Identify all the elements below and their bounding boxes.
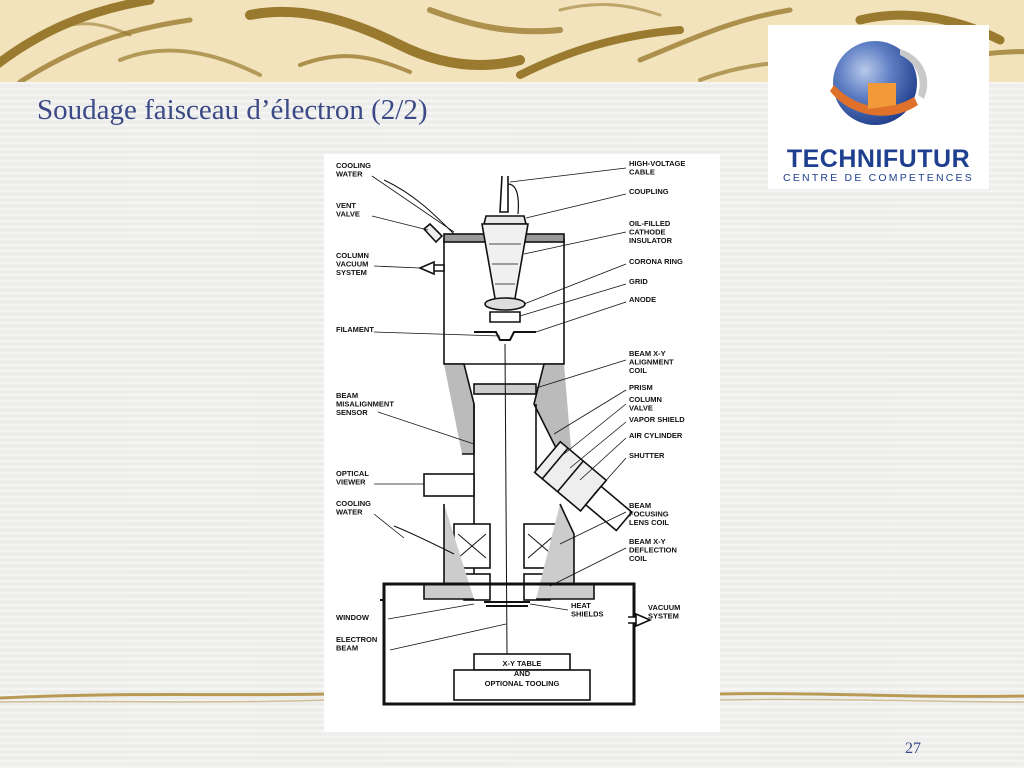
page-number: 27: [905, 740, 921, 757]
technifutur-logo: TECHNIFUTUR CENTRE DE COMPETENCES: [768, 25, 989, 189]
work-chamber: [382, 582, 636, 706]
corona-ring: [484, 297, 526, 311]
grid: [489, 311, 521, 323]
right-label-9: VAPOR SHIELD: [629, 415, 685, 424]
right-label-7: PRISM: [629, 383, 653, 392]
right-label-4: GRID: [629, 277, 648, 286]
right-label-5: ANODE: [629, 295, 656, 304]
high-voltage-cable: [499, 175, 509, 213]
slide-title: Soudage faisceau d’électron (2/2): [37, 94, 428, 126]
right-label-3: CORONA RING: [629, 257, 683, 266]
electron-beam: [504, 343, 508, 655]
logo-name: TECHNIFUTUR: [786, 145, 971, 173]
bottom-decorative-band: [0, 692, 1024, 703]
globe-logo-icon: [830, 41, 928, 125]
vacuum-system-arrow-icon: [628, 612, 653, 628]
vent-valve: [422, 222, 444, 244]
left-label-7: WINDOW: [336, 613, 370, 622]
optical-viewer: [423, 473, 475, 497]
coupling: [482, 215, 528, 225]
right-label-11: SHUTTER: [629, 451, 665, 460]
left-label-3: FILAMENT: [336, 325, 374, 334]
anode: [474, 331, 536, 341]
logo-subtitle: CENTRE DE COMPETENCES: [783, 172, 974, 184]
right-label-1: COUPLING: [629, 187, 669, 196]
column-vacuum-arrow-icon: [417, 260, 445, 276]
right-label-10: AIR CYLINDER: [629, 431, 683, 440]
